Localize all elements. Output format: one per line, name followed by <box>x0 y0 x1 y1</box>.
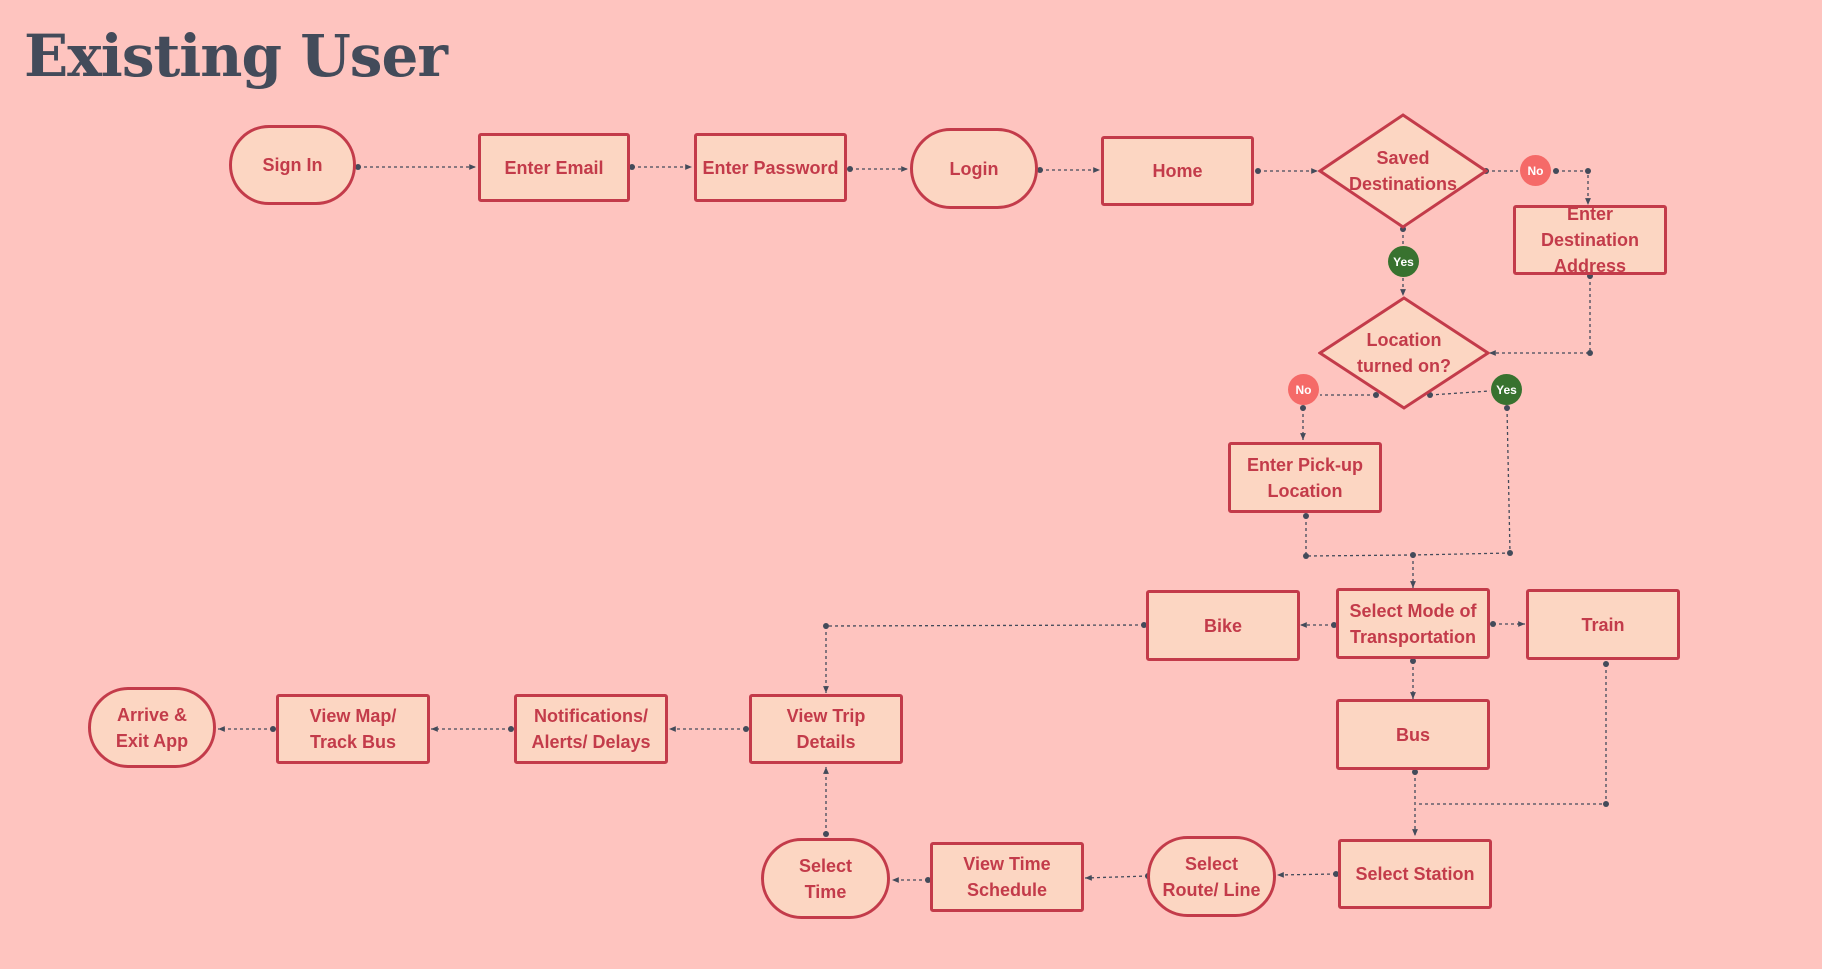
location-turned-on-decision: Location turned on? <box>1318 296 1490 410</box>
view-time-schedule-node: View Time Schedule <box>930 842 1084 912</box>
edge-no-destination <box>1556 170 1591 205</box>
saved-yes-badge: Yes <box>1388 246 1419 277</box>
saved-destinations-label: Saved Destinations <box>1348 148 1458 194</box>
view-map-node: View Map/ Track Bus <box>276 694 430 764</box>
edge-destination-location <box>1489 276 1591 356</box>
enter-pickup-location-node: Enter Pick-up Location <box>1228 442 1382 513</box>
select-route-node: Select Route/ Line <box>1147 836 1276 917</box>
edge-bike-trip <box>823 624 1145 693</box>
notifications-node: Notifications/ Alerts/ Delays <box>514 694 668 764</box>
edge-route-schedule <box>1084 874 1149 881</box>
arrive-exit-node: Arrive & Exit App <box>88 687 216 768</box>
saved-no-badge: No <box>1520 155 1551 186</box>
page-title: Existing User <box>24 22 448 90</box>
select-station-node: Select Station <box>1338 839 1492 909</box>
select-time-node: Select Time <box>761 838 890 919</box>
select-mode-node: Select Mode of Transportation <box>1336 588 1490 659</box>
saved-destinations-decision: Saved Destinations <box>1318 113 1488 229</box>
bus-node: Bus <box>1336 699 1490 770</box>
sign-in-node: Sign In <box>229 125 356 205</box>
edge-yes-merge <box>1412 407 1511 556</box>
enter-email-node: Enter Email <box>478 133 630 202</box>
view-trip-details-node: View Trip Details <box>749 694 903 764</box>
location-yes-badge: Yes <box>1491 374 1522 405</box>
enter-destination-address-node: Enter Destination Address <box>1513 204 1667 276</box>
enter-password-node: Enter Password <box>694 133 847 202</box>
edge-pickup-merge <box>1305 516 1414 557</box>
login-node: Login <box>910 128 1038 209</box>
location-no-badge: No <box>1288 374 1319 405</box>
edge-station-route <box>1276 871 1337 878</box>
train-node: Train <box>1526 589 1680 660</box>
edge-location-yes <box>1429 390 1491 396</box>
bike-node: Bike <box>1146 590 1300 661</box>
location-turned-on-label: Location turned on? <box>1357 330 1451 376</box>
home-node: Home <box>1101 136 1254 206</box>
